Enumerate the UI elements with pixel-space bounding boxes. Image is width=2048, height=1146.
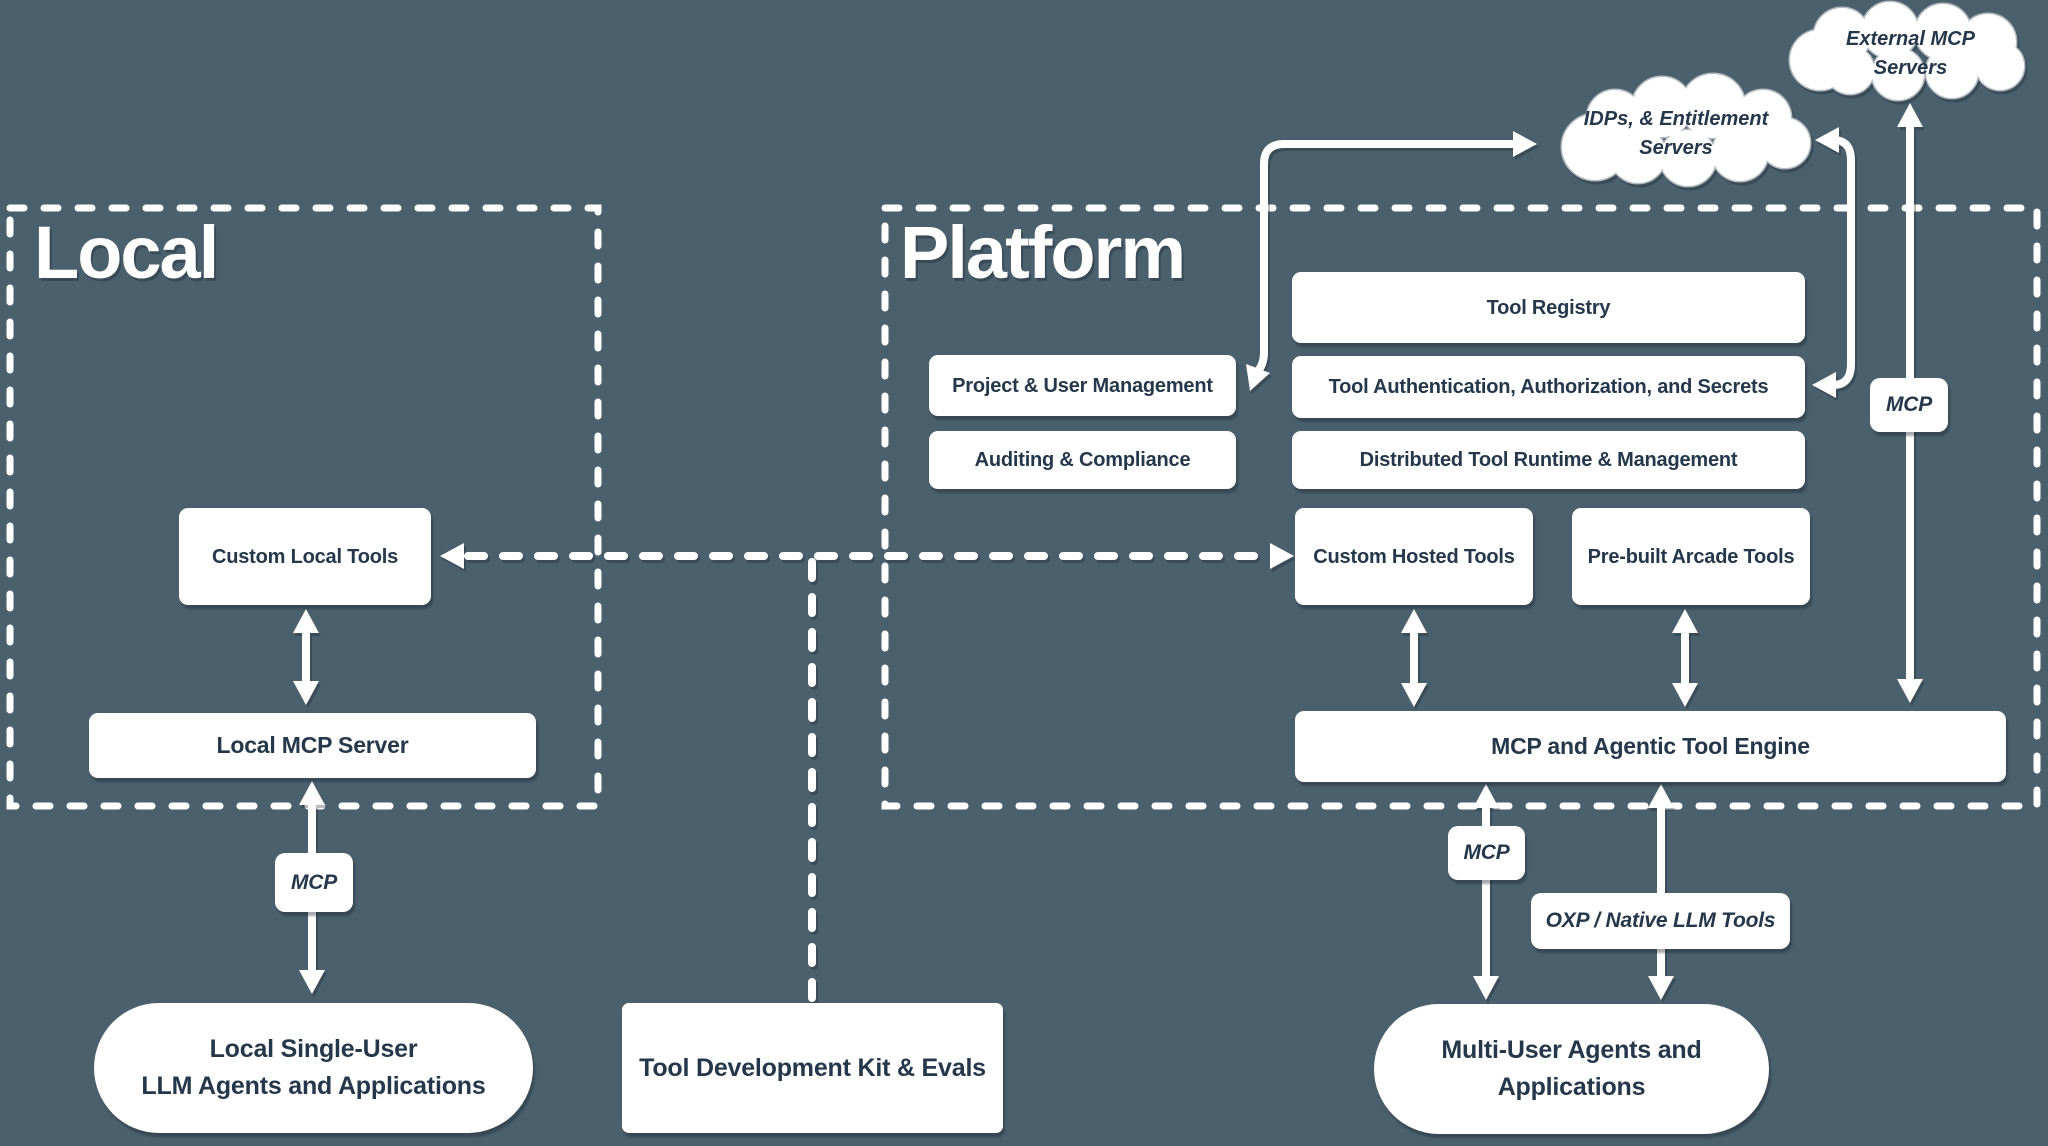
node-tool-registry: Tool Registry bbox=[1292, 272, 1805, 343]
node-custom-hosted-tools: Custom Hosted Tools bbox=[1295, 508, 1533, 605]
node-multi-user-agents: Multi-User Agents and Applications bbox=[1374, 1004, 1769, 1134]
idps-cloud-label: IDPs, & Entitlement Servers bbox=[1583, 108, 1769, 159]
node-local-agents: Local Single-User LLM Agents and Applica… bbox=[94, 1003, 533, 1133]
arrow-prebuilt-engine bbox=[1672, 609, 1698, 707]
external-mcp-cloud-label: External MCP Servers bbox=[1846, 28, 1975, 79]
node-mcp-agentic-engine: MCP and Agentic Tool Engine bbox=[1295, 711, 2006, 782]
platform-group-title: Platform bbox=[900, 211, 1186, 294]
node-prebuilt-arcade-tools: Pre-built Arcade Tools bbox=[1572, 508, 1810, 605]
node-auditing-compliance: Auditing & Compliance bbox=[929, 431, 1236, 489]
edge-label-mcp-external: MCP bbox=[1870, 378, 1948, 432]
arrow-local-tools-server bbox=[293, 609, 319, 705]
node-custom-local-tools: Custom Local Tools bbox=[179, 508, 431, 605]
edge-label-oxp: OXP / Native LLM Tools bbox=[1531, 893, 1790, 949]
node-tool-dev-kit: Tool Development Kit & Evals bbox=[622, 1003, 1003, 1133]
node-tool-authentication: Tool Authentication, Authorization, and … bbox=[1292, 356, 1805, 418]
external-mcp-cloud bbox=[1788, 0, 2026, 102]
local-group-border bbox=[6, 204, 602, 810]
arrow-hosted-engine bbox=[1401, 609, 1427, 707]
node-project-user-management: Project & User Management bbox=[929, 355, 1236, 416]
arrow-engine-multiuser-oxp bbox=[1648, 784, 1674, 1000]
dashed-arrow-local-hosted bbox=[440, 543, 1294, 569]
arrow-project-idps bbox=[1246, 131, 1537, 391]
node-distributed-runtime: Distributed Tool Runtime & Management bbox=[1292, 431, 1805, 489]
node-local-mcp-server: Local MCP Server bbox=[89, 713, 536, 778]
arrow-idps-toolauth bbox=[1812, 127, 1855, 398]
local-group-title: Local bbox=[34, 211, 219, 294]
idps-cloud bbox=[1560, 72, 1812, 188]
platform-group-border bbox=[881, 204, 2041, 810]
edge-label-mcp-local: MCP bbox=[275, 853, 353, 912]
arrow-engine-multiuser-mcp bbox=[1473, 784, 1499, 1000]
edge-label-mcp-platform: MCP bbox=[1448, 826, 1525, 880]
